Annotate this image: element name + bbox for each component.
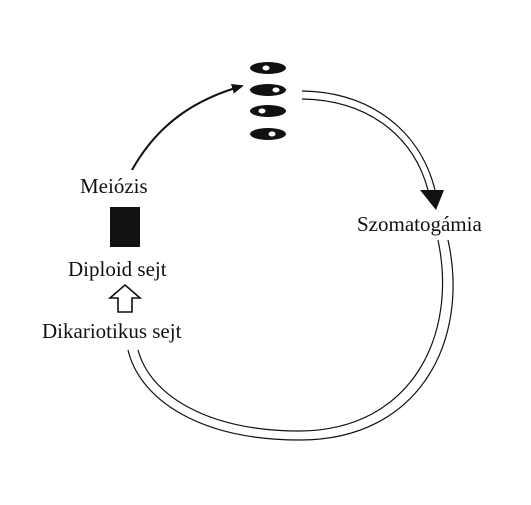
meiosis-arrow	[132, 86, 242, 170]
somatogamy-arrow	[302, 91, 444, 210]
diploid-cell-shape	[110, 207, 140, 247]
spore	[250, 62, 286, 74]
meiosis-label: Meiózis	[80, 176, 148, 197]
spore-group	[250, 62, 286, 140]
dikaryotic-cell-label: Dikariotikus sejt	[42, 321, 181, 342]
hollow-up-arrow	[110, 285, 140, 312]
spore	[250, 84, 286, 96]
spore	[250, 128, 286, 140]
spore	[250, 105, 286, 117]
diploid-cell-label: Diploid sejt	[68, 259, 167, 280]
somatogamy-label: Szomatogámia	[357, 214, 482, 235]
